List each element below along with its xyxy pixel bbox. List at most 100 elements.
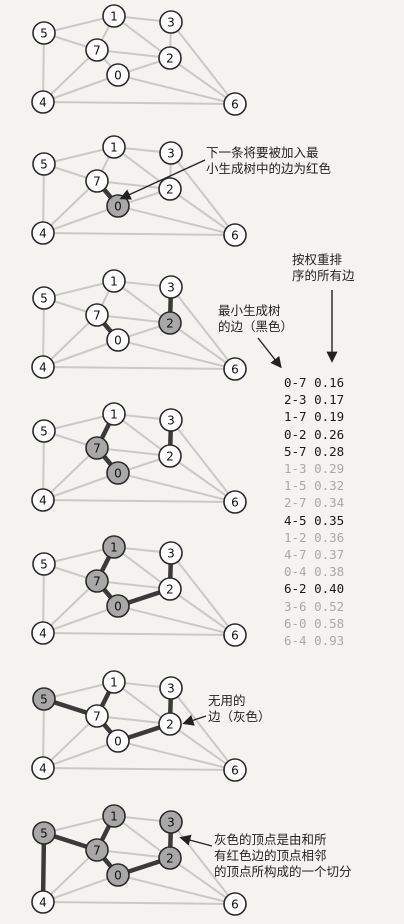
vertex-label-5: 5 bbox=[40, 292, 48, 306]
sorted-edge-row: 0-2 0.26 bbox=[284, 426, 344, 443]
vertex-label-0: 0 bbox=[114, 69, 122, 83]
vertex-6 bbox=[223, 623, 247, 647]
graph-edge-6-0 bbox=[117, 74, 236, 105]
vertex-6 bbox=[223, 223, 247, 247]
graph-edge-6-0 bbox=[117, 874, 236, 905]
vertex-label-3: 3 bbox=[167, 547, 175, 561]
mst-arrow bbox=[257, 337, 282, 369]
vertex-label-2: 2 bbox=[166, 718, 174, 732]
graph-edge-4-7 bbox=[42, 580, 98, 634]
graph-edge-4-7 bbox=[42, 49, 98, 103]
graph-edge-6-4 bbox=[42, 632, 236, 636]
sorted-edge-row: 1-3 0.29 bbox=[284, 460, 344, 477]
vertex-label-1: 1 bbox=[110, 541, 118, 555]
cut-arrow bbox=[179, 834, 213, 847]
vertex-label-4: 4 bbox=[39, 627, 47, 641]
sorted-edge-row: 6-4 0.93 bbox=[284, 632, 344, 649]
vertex-5 bbox=[32, 552, 56, 576]
vertex-label-4: 4 bbox=[39, 494, 47, 508]
vertex-4 bbox=[31, 488, 55, 512]
vertex-label-6: 6 bbox=[231, 98, 239, 112]
vertex-label-1: 1 bbox=[110, 810, 118, 824]
graph-edge-0-4 bbox=[42, 74, 119, 103]
graph-edge-3-6 bbox=[170, 152, 236, 236]
mst-edges-note: 最小生成树 的边（黑色） bbox=[218, 303, 294, 334]
graph-edge-6-2 bbox=[169, 322, 236, 370]
vertex-5 bbox=[32, 152, 56, 176]
vertex-4 bbox=[31, 221, 55, 245]
vertex-2 bbox=[158, 712, 182, 736]
vertex-label-5: 5 bbox=[40, 158, 48, 172]
vertex-5 bbox=[32, 687, 56, 711]
graph-edge-4-7 bbox=[42, 447, 98, 501]
sorted-edge-weight: 0.26 bbox=[314, 426, 345, 442]
vertex-4 bbox=[31, 621, 55, 645]
sorted-edge-name: 1-3 bbox=[284, 461, 307, 477]
vertex-3 bbox=[159, 810, 183, 834]
vertex-2 bbox=[158, 577, 182, 601]
vertex-7 bbox=[85, 303, 109, 327]
graph-edge-4-7 bbox=[42, 314, 98, 368]
graph-edge-2-7 bbox=[96, 849, 171, 859]
graph-edge-2-7 bbox=[96, 580, 171, 590]
vertex-label-7: 7 bbox=[93, 575, 101, 589]
graph-edge-6-0 bbox=[117, 205, 236, 236]
vertex-label-6: 6 bbox=[231, 629, 239, 643]
graph-edge-6-2 bbox=[169, 455, 236, 503]
sorted-edge-weight: 0.17 bbox=[314, 392, 345, 408]
vertex-label-0: 0 bbox=[114, 735, 122, 749]
vertex-label-2: 2 bbox=[166, 852, 174, 866]
graph-edge-6-2 bbox=[169, 188, 236, 236]
graph-edge-0-4 bbox=[42, 205, 119, 234]
sorted-edge-name: 6-0 bbox=[284, 615, 307, 631]
graph-edge-4-7 bbox=[42, 849, 98, 903]
vertex-7 bbox=[85, 169, 109, 193]
vertex-label-0: 0 bbox=[114, 334, 122, 348]
vertex-label-0: 0 bbox=[114, 200, 122, 214]
graph-edge-0-4 bbox=[42, 339, 119, 368]
sorted-edge-row: 0-7 0.16 bbox=[284, 374, 344, 391]
sorted-edge-row: 0-4 0.38 bbox=[284, 563, 344, 580]
graph-edge-6-2 bbox=[169, 57, 236, 105]
sorted-edge-name: 2-3 bbox=[284, 392, 307, 408]
vertex-5 bbox=[32, 419, 56, 443]
sorted-edge-row: 1-7 0.19 bbox=[284, 408, 344, 425]
sorted-edges-note: 按权重排 序的所有边 bbox=[292, 252, 355, 283]
vertex-7 bbox=[85, 569, 109, 593]
graph-edge-3-6 bbox=[170, 286, 236, 370]
vertex-label-7: 7 bbox=[93, 309, 101, 323]
vertex-2 bbox=[158, 846, 182, 870]
sorted-edge-row: 3-6 0.52 bbox=[284, 598, 344, 615]
sorted-edge-name: 5-7 bbox=[284, 443, 307, 459]
vertex-label-2: 2 bbox=[166, 583, 174, 597]
graph-edge-2-7 bbox=[96, 49, 171, 59]
graph-edge-6-4 bbox=[42, 366, 236, 370]
vertex-label-1: 1 bbox=[110, 676, 118, 690]
vertex-label-3: 3 bbox=[167, 281, 175, 295]
vertex-7 bbox=[85, 704, 109, 728]
vertex-label-6: 6 bbox=[231, 363, 239, 377]
vertex-label-3: 3 bbox=[167, 147, 175, 161]
vertex-label-6: 6 bbox=[231, 898, 239, 912]
graph-edge-0-4 bbox=[42, 740, 119, 769]
vertex-0 bbox=[106, 328, 130, 352]
sorted-edge-name: 3-6 bbox=[284, 598, 307, 614]
sorted-edge-row: 2-7 0.34 bbox=[284, 494, 344, 511]
graph-edge-4-7 bbox=[42, 180, 98, 234]
vertex-label-1: 1 bbox=[110, 408, 118, 422]
vertex-1 bbox=[102, 269, 126, 293]
graph-edge-6-4 bbox=[42, 499, 236, 503]
vertex-label-5: 5 bbox=[40, 693, 48, 707]
vertex-label-6: 6 bbox=[231, 229, 239, 243]
vertex-6 bbox=[223, 92, 247, 116]
graph-edge-3-6 bbox=[170, 687, 236, 771]
vertex-1 bbox=[102, 402, 126, 426]
vertex-6 bbox=[223, 758, 247, 782]
vertex-label-7: 7 bbox=[93, 175, 101, 189]
vertex-label-7: 7 bbox=[93, 844, 101, 858]
sorted-edge-weight: 0.35 bbox=[314, 512, 345, 528]
vertex-2 bbox=[158, 311, 182, 335]
